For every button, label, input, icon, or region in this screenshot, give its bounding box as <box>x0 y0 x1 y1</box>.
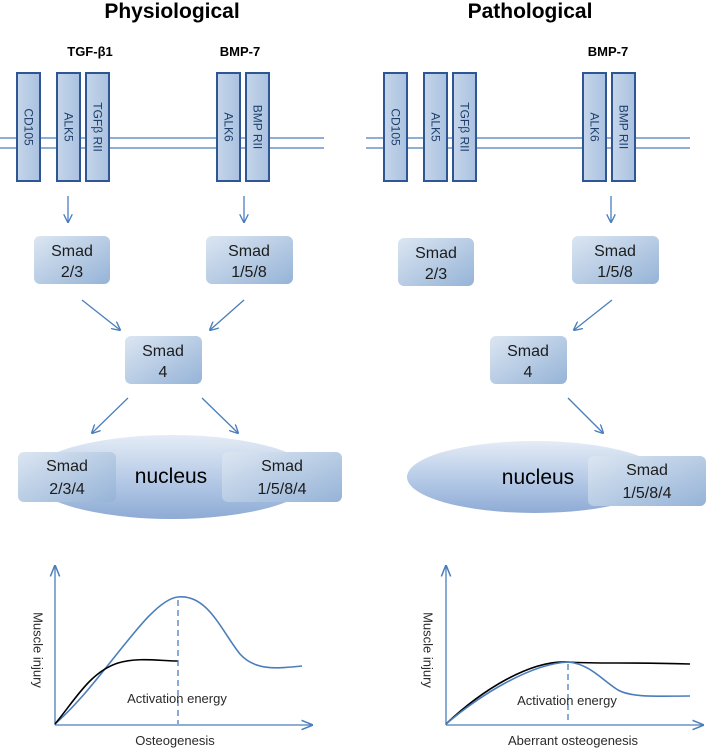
alk5-label: ALK5 <box>62 112 76 142</box>
arrow-smad4-to-smad234 <box>92 397 129 433</box>
graph-y-label: Muscle injury <box>31 612 46 688</box>
smad-2-3-sub: 2/3 <box>425 266 447 283</box>
nucleus-label: nucleus <box>502 466 574 489</box>
receptor-tgfb-rii-pathological: TGFβ RII <box>452 72 477 182</box>
smad-2-3-box-pathological: Smad 2/3 <box>398 238 474 286</box>
smad-1-5-8-4-box: Smad 1/5/8/4 <box>222 452 342 502</box>
smad-4-name: Smad <box>142 343 184 360</box>
smad-2-3-box: Smad 2/3 <box>34 236 110 284</box>
receptor-alk6: ALK6 <box>216 72 241 182</box>
tgf-beta1-ligand: TGF-β1 <box>67 44 113 59</box>
receptor-alk5-pathological: ALK5 <box>423 72 448 182</box>
smad-2-3-name: Smad <box>51 243 93 260</box>
bmp7-ligand: BMP-7 <box>220 44 260 59</box>
physiological-panel: Physiological TGF-β1 BMP-7 CD105 ALK5 TG… <box>0 0 342 748</box>
bmp-rii-label: BMP RII <box>617 105 631 149</box>
physiological-title: Physiological <box>104 0 239 23</box>
receptor-alk5: ALK5 <box>56 72 81 182</box>
smad-1-5-8-box-pathological: Smad 1/5/8 <box>572 236 659 284</box>
physiological-graph: Muscle injury Osteogenesis Activation en… <box>31 566 313 748</box>
smad-2-3-sub: 2/3 <box>61 264 83 281</box>
bmp-rii-label: BMP RII <box>251 105 265 149</box>
receptor-alk6-pathological: ALK6 <box>582 72 607 182</box>
arrow-smad4-to-smad1584 <box>201 397 238 433</box>
tgfb-rii-label: TGFβ RII <box>91 102 105 152</box>
smad-1-5-8-box: Smad 1/5/8 <box>206 236 293 284</box>
tgfb-rii-label: TGFβ RII <box>458 102 472 152</box>
graph-y-label: Muscle injury <box>421 612 436 688</box>
arrow-smad4-to-smad1584-pathological <box>567 397 603 433</box>
smad-1-5-8-4-name: Smad <box>261 458 303 475</box>
cd105-label: CD105 <box>389 108 403 146</box>
receptor-bmp-rii: BMP RII <box>245 72 270 182</box>
pathological-panel: Pathological BMP-7 CD105 ALK5 TGFβ RII A… <box>366 0 706 748</box>
alk6-label: ALK6 <box>588 112 602 142</box>
blue-energy-curve <box>54 596 303 725</box>
smad-4-name: Smad <box>507 343 549 360</box>
smad-2-3-name: Smad <box>415 245 457 262</box>
receptor-bmp-rii-pathological: BMP RII <box>611 72 636 182</box>
smad-4-box-pathological: Smad 4 <box>490 336 567 384</box>
smad-2-3-4-sub: 2/3/4 <box>49 481 85 498</box>
smad-2-3-4-name: Smad <box>46 458 88 475</box>
graph-x-label: Aberrant osteogenesis <box>508 733 639 748</box>
nucleus-label: nucleus <box>135 465 207 488</box>
smad-1-5-8-4-sub: 1/5/8/4 <box>623 485 672 502</box>
smad-4-sub: 4 <box>524 364 533 381</box>
blue-energy-curve <box>445 661 691 725</box>
smad-1-5-8-4-name: Smad <box>626 462 668 479</box>
bmp7-ligand-pathological: BMP-7 <box>588 44 628 59</box>
graph-x-label: Osteogenesis <box>135 733 215 748</box>
smad-1-5-8-4-box-pathological: Smad 1/5/8/4 <box>588 456 706 506</box>
smad-1-5-8-4-sub: 1/5/8/4 <box>258 481 307 498</box>
receptor-cd105: CD105 <box>16 72 41 182</box>
smad-1-5-8-name: Smad <box>594 243 636 260</box>
alk6-label: ALK6 <box>222 112 236 142</box>
alk5-label: ALK5 <box>429 112 443 142</box>
smad-2-3-4-box: Smad 2/3/4 <box>18 452 116 502</box>
arrow-smad158-to-smad4-pathological <box>574 299 613 330</box>
arrow-smad158-to-smad4 <box>210 299 245 330</box>
smad-4-box: Smad 4 <box>125 336 202 384</box>
smad-1-5-8-sub: 1/5/8 <box>597 264 633 281</box>
receptor-tgfb-rii: TGFβ RII <box>85 72 110 182</box>
smad-1-5-8-sub: 1/5/8 <box>231 264 267 281</box>
activation-energy-label: Activation energy <box>517 693 617 708</box>
black-reaction-curve <box>54 658 179 725</box>
activation-energy-label: Activation energy <box>127 691 227 706</box>
cd105-label: CD105 <box>22 108 36 146</box>
pathological-title: Pathological <box>468 0 593 23</box>
arrow-smad23-to-smad4 <box>81 299 120 330</box>
pathological-graph: Muscle injury Aberrant osteogenesis Acti… <box>421 566 704 748</box>
smad-1-5-8-name: Smad <box>228 243 270 260</box>
receptor-cd105-pathological: CD105 <box>383 72 408 182</box>
smad-4-sub: 4 <box>159 364 168 381</box>
